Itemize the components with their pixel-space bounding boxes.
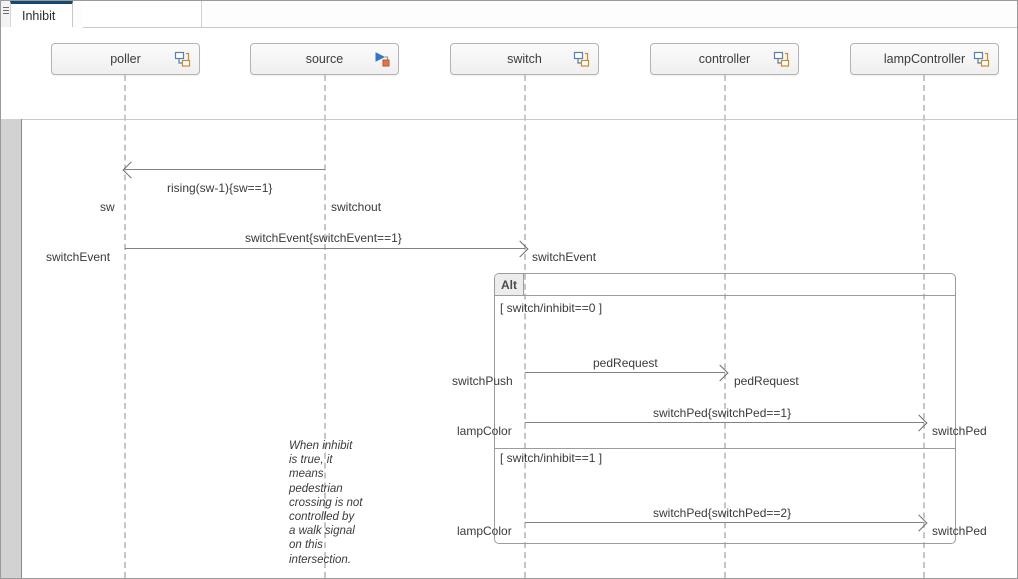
tab-label: Inhibit [22, 8, 56, 23]
message-label-rising: rising(sw-1){sw==1} [167, 181, 273, 195]
message-target-port-sw: sw [100, 200, 115, 214]
message-source-port-lampcolor-1: lampColor [457, 424, 512, 438]
lifeline-source [324, 75, 326, 578]
left-margin-ruler[interactable] [1, 119, 22, 578]
header-separator [1, 119, 1017, 120]
message-line-rising[interactable] [125, 169, 325, 170]
fragment-operand-divider [495, 448, 955, 449]
lifeline-label: lampController [883, 52, 966, 66]
lifeline-controller [724, 75, 726, 578]
diagram-canvas[interactable]: poller source switch [1, 28, 1017, 578]
fragment-guard-operand-2: [ switch/inhibit==1 ] [500, 451, 603, 465]
tab-bar-empty-slot [83, 1, 202, 27]
lifeline-poller [124, 75, 126, 578]
message-source-port-switchpush: switchPush [452, 374, 513, 388]
lifeline-head-controller[interactable]: controller [650, 43, 799, 75]
message-label-pedrequest: pedRequest [593, 356, 658, 370]
lifeline-label: poller [110, 52, 141, 66]
message-label-switchevent: switchEvent{switchEvent==1} [245, 231, 402, 245]
tab-bar-filler [83, 1, 1017, 28]
lifeline-head-source[interactable]: source [250, 43, 399, 75]
fragment-guard-operand-1: [ switch/inhibit==0 ] [500, 301, 603, 315]
message-target-port-switchped-2: switchPed [932, 524, 987, 538]
message-target-port-switchped-1: switchPed [932, 424, 987, 438]
lifeline-switch [524, 75, 526, 578]
tab-inhibit[interactable]: Inhibit [10, 1, 73, 27]
block-component-icon [972, 50, 991, 69]
message-line-switchevent[interactable] [125, 248, 525, 249]
combined-fragment-alt[interactable]: Alt [494, 273, 956, 544]
block-component-icon [572, 50, 591, 69]
tab-bar: Inhibit [1, 1, 1017, 29]
message-source-port-switchout: switchout [331, 200, 382, 214]
lifeline-head-poller[interactable]: poller [51, 43, 200, 75]
fragment-header-row [495, 274, 955, 296]
message-target-port-pedrequest: pedRequest [734, 374, 799, 388]
block-component-icon [772, 50, 791, 69]
message-source-port-switchevent: switchEvent [46, 250, 111, 264]
signal-source-icon [372, 50, 391, 69]
message-line-switchped-1[interactable] [525, 422, 924, 423]
message-line-pedrequest[interactable] [525, 372, 725, 373]
lifeline-label: source [305, 52, 344, 66]
message-source-port-lampcolor-2: lampColor [457, 524, 512, 538]
message-line-switchped-2[interactable] [525, 522, 924, 523]
message-label-switchped-1: switchPed{switchPed==1} [653, 406, 792, 420]
lifeline-label: switch [507, 52, 542, 66]
hamburger-icon[interactable] [3, 7, 9, 16]
block-component-icon [173, 50, 192, 69]
lifeline-head-lampcontroller[interactable]: lampController [850, 43, 999, 75]
diagram-note[interactable]: When inhibit is true, it means pedestria… [289, 440, 363, 566]
lifeline-lampcontroller [923, 75, 925, 578]
lifeline-label: controller [698, 52, 751, 66]
message-target-port-switchevent: switchEvent [532, 250, 597, 264]
fragment-operator-tab[interactable]: Alt [495, 274, 524, 295]
fragment-operator-label: Alt [501, 277, 517, 292]
lifeline-head-switch[interactable]: switch [450, 43, 599, 75]
message-label-switchped-2: switchPed{switchPed==2} [653, 506, 792, 520]
